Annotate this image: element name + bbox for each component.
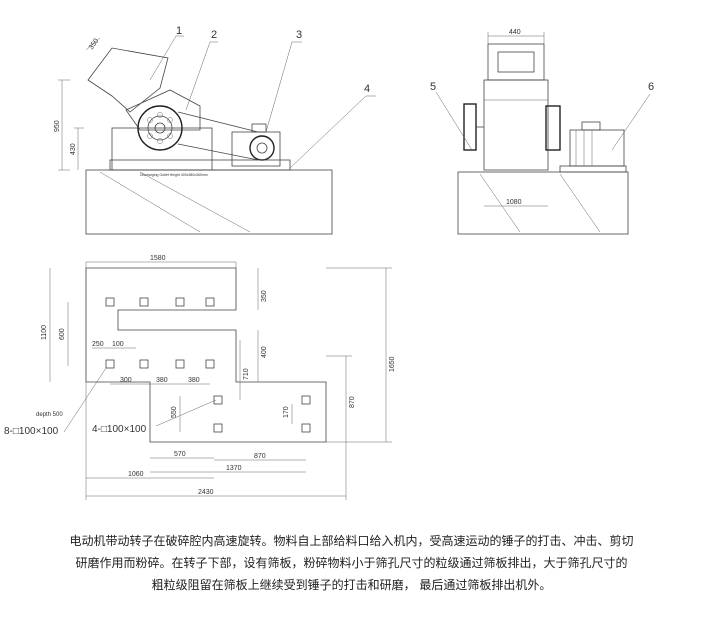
dim-width-440: 440 bbox=[509, 29, 521, 36]
dim-400: 400 bbox=[261, 346, 268, 358]
end-foundation bbox=[457, 171, 629, 235]
depth-note: depth 500 bbox=[36, 412, 63, 418]
caption-line-3: 粗粒级阻留在筛板上继续受到锤子的打击和研磨， 最后通过筛板排出机外。 bbox=[151, 578, 552, 592]
bolt-hole bbox=[105, 359, 115, 369]
dim-1370: 1370 bbox=[226, 465, 242, 472]
plan-outline bbox=[85, 267, 327, 443]
left-flywheel bbox=[463, 103, 477, 151]
side-frame bbox=[111, 127, 213, 171]
end-crusher-body bbox=[483, 79, 549, 171]
dim-height-950: 950 bbox=[54, 120, 61, 132]
bolt-hole bbox=[205, 359, 215, 369]
callout-6: 6 bbox=[648, 81, 654, 93]
foundation-plan: 1580 350 400 710 1650 870 1100 600 bbox=[4, 255, 396, 500]
bolt-hole bbox=[139, 297, 149, 307]
bolt-hole bbox=[105, 297, 115, 307]
dim-1580: 1580 bbox=[150, 255, 166, 262]
dim-1100: 1100 bbox=[41, 325, 48, 340]
dim-width-1080: 1080 bbox=[506, 199, 522, 206]
dim-710: 710 bbox=[243, 368, 250, 380]
dim-380-b: 380 bbox=[188, 377, 200, 384]
caption-line-1: 电动机带动转子在破碎腔内高速旋转。物料自上部给料口给入机内，受高速运动的锤子的打… bbox=[69, 534, 634, 548]
end-view: 440 1080 5 6 bbox=[430, 29, 654, 235]
callout-3: 3 bbox=[296, 29, 302, 41]
bolt-note-right: 4-□100×100 bbox=[92, 424, 147, 435]
bolt-hole bbox=[301, 395, 311, 405]
bolt-hole bbox=[301, 423, 311, 433]
callout-5: 5 bbox=[430, 81, 436, 93]
dim-300: 300 bbox=[120, 377, 132, 384]
dim-550: 550 bbox=[171, 406, 178, 418]
dim-1650: 1650 bbox=[389, 356, 396, 372]
motor-pulley bbox=[249, 135, 275, 161]
dim-350: 350 bbox=[261, 290, 268, 302]
dim-870: 870 bbox=[254, 453, 266, 460]
feed-hopper bbox=[87, 47, 169, 113]
bolt-hole bbox=[175, 297, 185, 307]
callout-2: 2 bbox=[211, 29, 217, 41]
bolt-hole bbox=[205, 297, 215, 307]
dim-170: 170 bbox=[283, 406, 290, 418]
description-caption: 电动机带动转子在破碎腔内高速旋转。物料自上部给料口给入机内，受高速运动的锤子的打… bbox=[20, 530, 683, 596]
caption-line-2: 研磨作用而粉碎。在转子下部，设有筛板，粉碎物料小于筛孔尺寸的粒级通过筛板排出，大… bbox=[75, 556, 628, 570]
rotor-wheel bbox=[137, 105, 183, 151]
bolt-hole bbox=[213, 423, 223, 433]
dim-100: 100 bbox=[112, 341, 124, 348]
end-motor bbox=[569, 129, 625, 167]
callout-1: 1 bbox=[176, 25, 182, 37]
side-foundation bbox=[85, 169, 333, 235]
dim-380-a: 380 bbox=[156, 377, 168, 384]
dim-250: 250 bbox=[92, 341, 104, 348]
bolt-hole bbox=[213, 395, 223, 405]
end-hopper bbox=[487, 43, 545, 81]
right-pulley bbox=[545, 105, 561, 151]
dim-600: 600 bbox=[59, 328, 66, 340]
side-view: 350 950 430 Discharging Outlet Height 40… bbox=[54, 25, 376, 235]
callout-4: 4 bbox=[364, 83, 370, 95]
bolt-note-left: 8-□100×100 bbox=[4, 426, 59, 437]
dim-1060: 1060 bbox=[128, 471, 144, 478]
dim-2430: 2430 bbox=[198, 489, 214, 496]
discharge-outlet-note: Discharging Outlet Height 400x380x360mm bbox=[140, 173, 208, 177]
bolt-hole bbox=[139, 359, 149, 369]
bolt-hole bbox=[175, 359, 185, 369]
technical-drawing: 350 950 430 Discharging Outlet Height 40… bbox=[4, 25, 654, 500]
dim-570: 570 bbox=[174, 451, 186, 458]
dim-300-vert: 870 bbox=[349, 396, 356, 408]
dim-height-430: 430 bbox=[70, 143, 77, 155]
